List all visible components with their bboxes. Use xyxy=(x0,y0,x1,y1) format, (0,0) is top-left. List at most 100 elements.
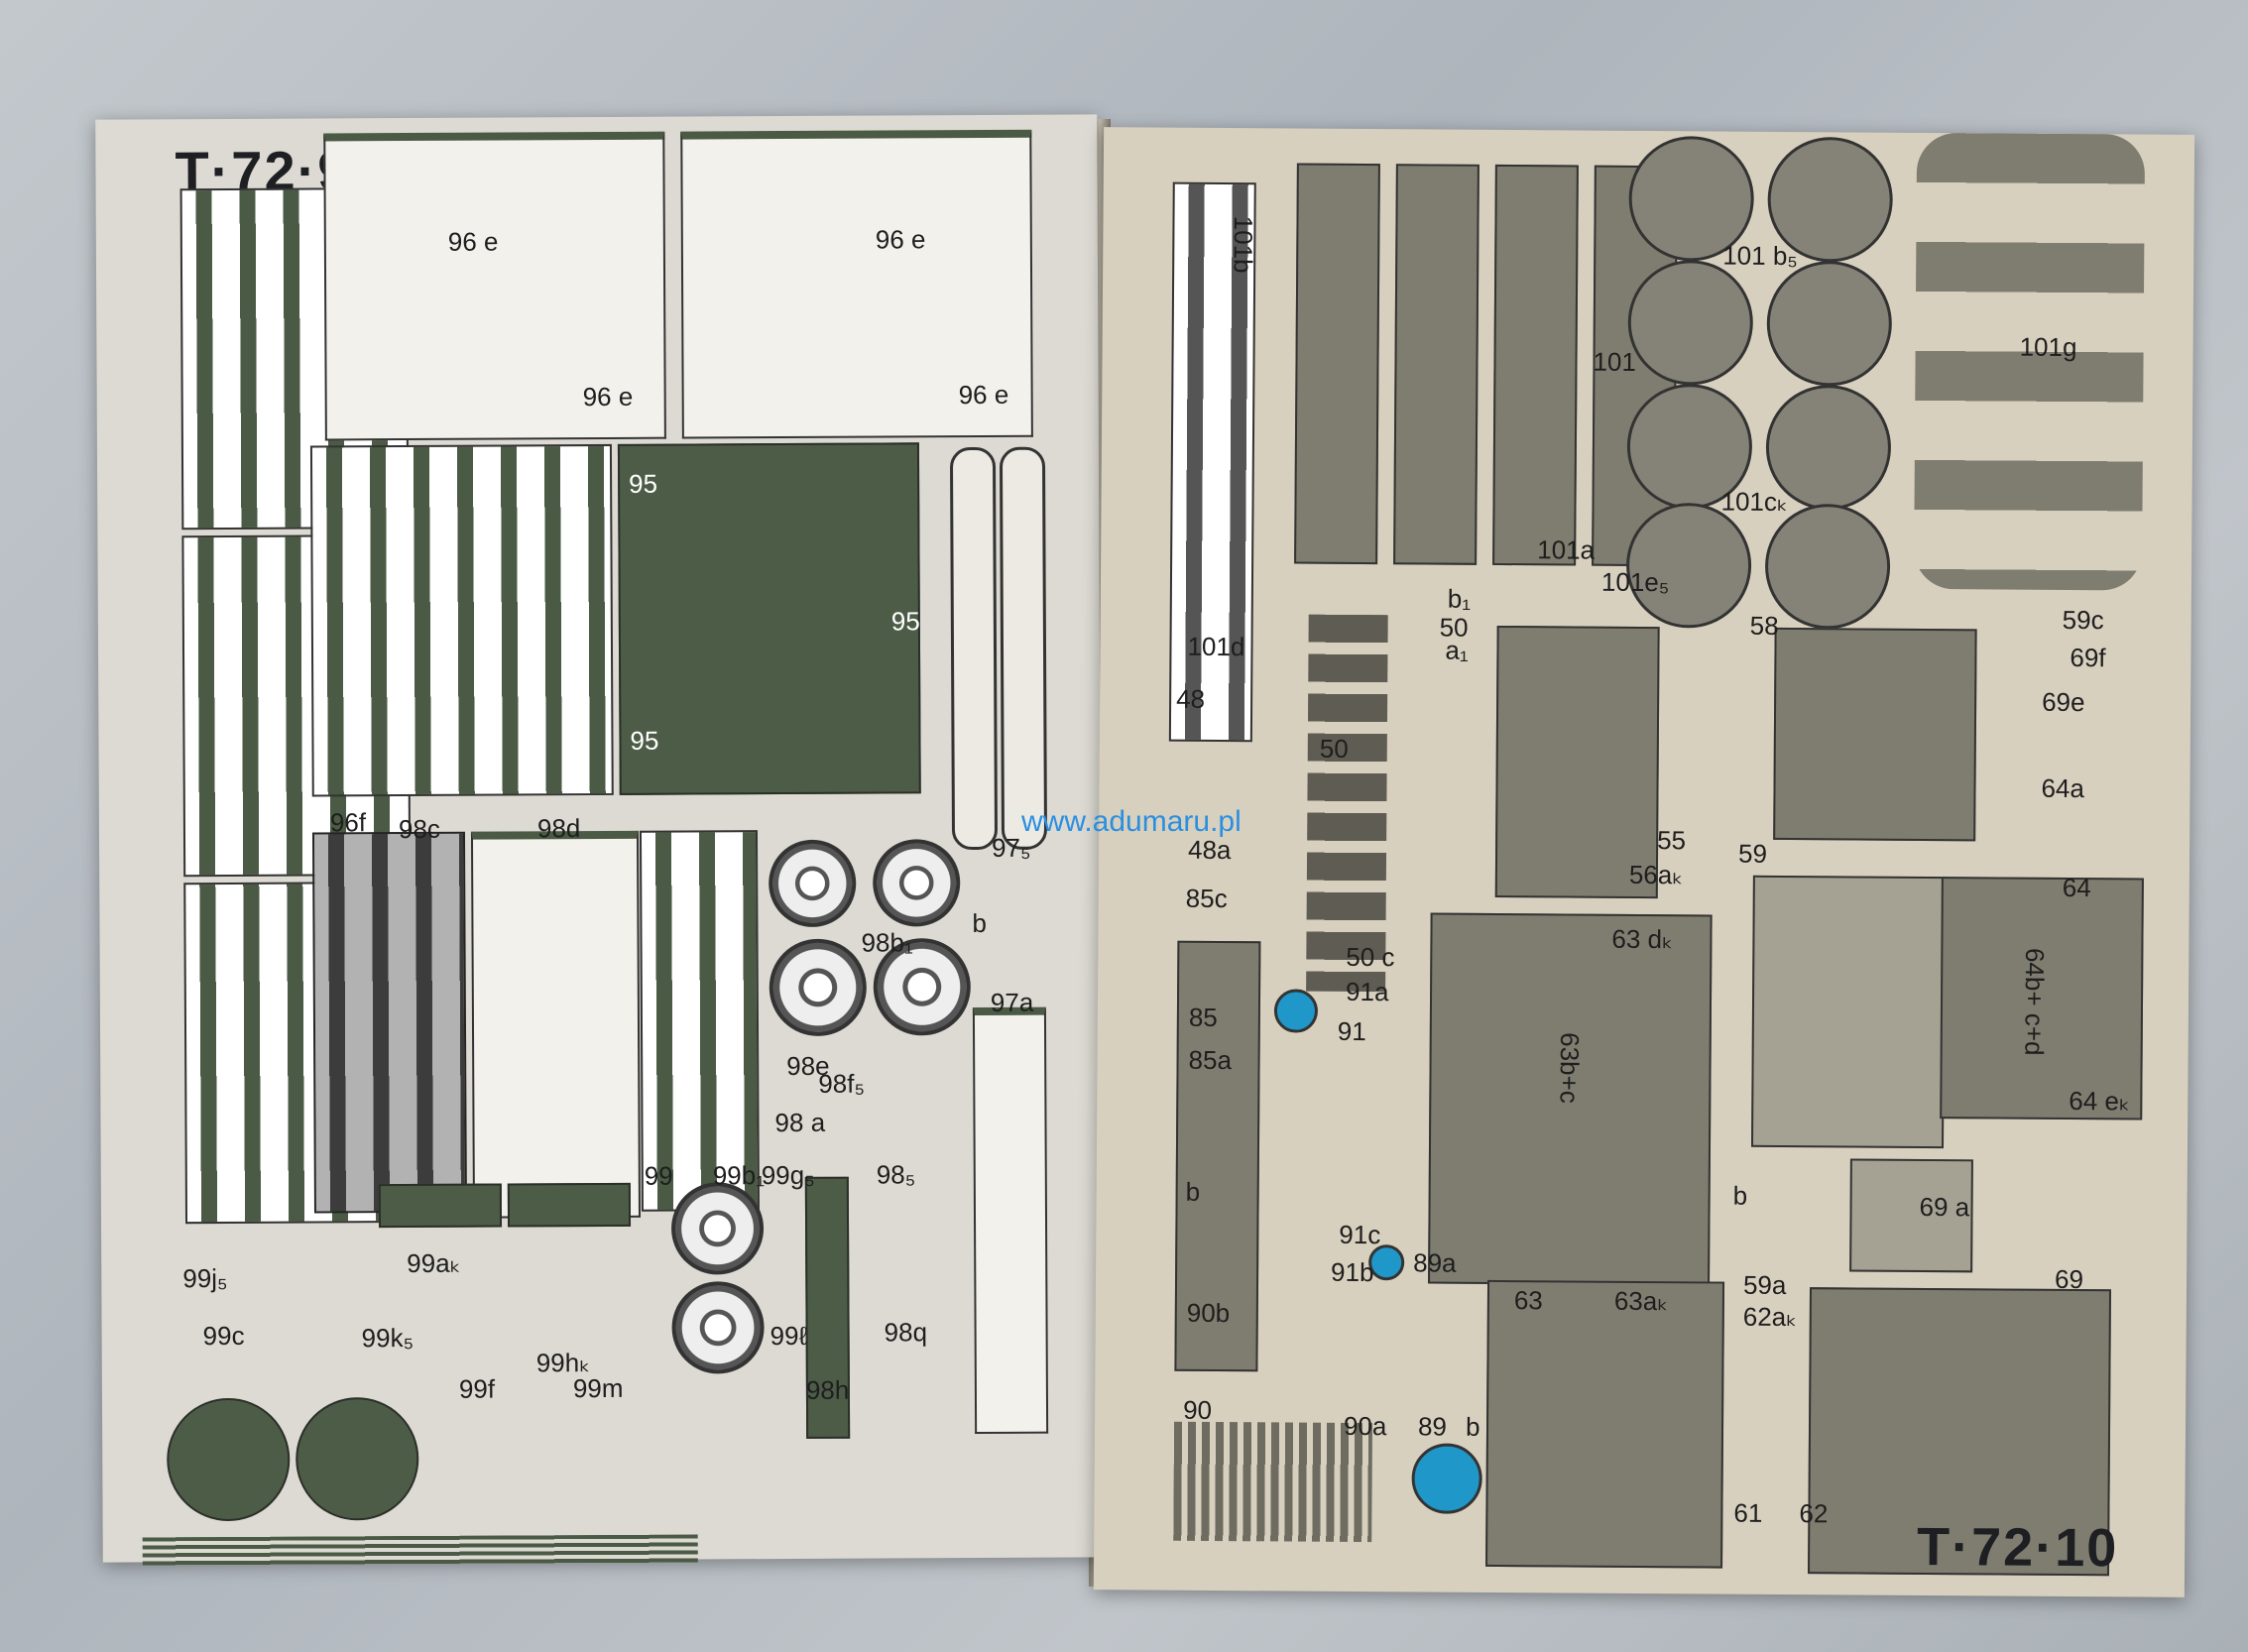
part-label: 99aₖ xyxy=(407,1247,461,1279)
part-label: a₁ xyxy=(1445,635,1469,665)
part-label: 55 xyxy=(1657,825,1687,856)
part-label: 69e xyxy=(2042,686,2085,718)
part-label: 91c xyxy=(1339,1219,1381,1250)
left-page: T·72·9 96 e 96 e 96 e 96 e 95 95 95 96f … xyxy=(95,114,1105,1568)
part-label: 98c xyxy=(398,813,440,845)
ring-part-99c xyxy=(166,1397,291,1522)
part-label: 99b₁ xyxy=(712,1160,766,1191)
strip-part xyxy=(378,1183,503,1229)
part-label: 95 xyxy=(630,725,659,756)
hull-part-61 xyxy=(1485,1279,1725,1569)
part-label: 91b xyxy=(1331,1256,1374,1288)
page-title: T·72·10 xyxy=(1916,1516,2119,1579)
blue-part-91 xyxy=(1273,989,1319,1033)
blue-part-90a xyxy=(1411,1443,1482,1514)
part-label: 63aₖ xyxy=(1613,1285,1669,1317)
part-label: 64a xyxy=(2041,772,2085,804)
part-label: 99g₅ xyxy=(761,1159,815,1191)
strip-part xyxy=(309,443,614,797)
part-label: 101b xyxy=(1228,215,1258,274)
strip-part xyxy=(470,830,642,1219)
hull-part xyxy=(1750,875,1946,1149)
part-label: 62aₖ xyxy=(1742,1301,1798,1333)
part-label: 63 xyxy=(1513,1285,1543,1316)
part-label: 90b xyxy=(1186,1297,1231,1329)
road-wheel-part xyxy=(1625,502,1752,629)
part-label: 99ℓ xyxy=(769,1320,808,1352)
hull-part-95 xyxy=(617,442,921,795)
hull-part-58 xyxy=(1494,625,1660,899)
part-label: 50 xyxy=(1319,733,1349,764)
part-label: 91 xyxy=(1337,1015,1366,1047)
ring-parts xyxy=(999,446,1048,850)
part-label: 95 xyxy=(629,468,658,499)
part-label: b xyxy=(1732,1180,1748,1211)
comb-parts-50 xyxy=(1306,614,1388,993)
part-label: 90 xyxy=(1183,1394,1213,1425)
part-label: 89 xyxy=(1417,1411,1448,1442)
part-label: 56aₖ xyxy=(1628,859,1684,890)
road-wheel-part xyxy=(1627,259,1754,386)
part-label: 85a xyxy=(1188,1044,1233,1076)
part-label: 62 xyxy=(1799,1498,1829,1529)
hull-part-59 xyxy=(1773,627,1977,842)
road-wheel-part xyxy=(1764,503,1891,630)
part-label: 85c xyxy=(1185,883,1228,914)
strip-part xyxy=(507,1182,632,1228)
thin-strips xyxy=(142,1534,698,1568)
wheel-part xyxy=(769,839,857,928)
wheel-part xyxy=(670,1182,765,1275)
part-label: 90a xyxy=(1343,1410,1387,1442)
part-label: 95 xyxy=(890,606,920,637)
part-label: 59c xyxy=(2062,604,2104,636)
part-label: 96 e xyxy=(875,224,926,255)
hull-part xyxy=(1393,164,1479,565)
part-label: 48 xyxy=(1176,683,1206,714)
part-label: 99k₅ xyxy=(361,1322,414,1354)
part-label: 101e₅ xyxy=(1600,566,1670,598)
part-label: 98₅ xyxy=(876,1159,916,1190)
part-label: 98f₅ xyxy=(818,1068,866,1099)
part-label: 85 xyxy=(1188,1002,1218,1033)
part-label: 98b₁ xyxy=(861,927,913,958)
road-wheel-part xyxy=(1766,260,1893,387)
part-label: 48a xyxy=(1187,834,1232,866)
part-label: 98h xyxy=(805,1374,850,1405)
part-label: 99 xyxy=(644,1160,673,1191)
part-label: 98d xyxy=(536,813,581,844)
part-label: 91a xyxy=(1345,976,1389,1007)
hull-part xyxy=(1294,163,1380,565)
part-label: 63b+c xyxy=(1554,1032,1586,1104)
part-label: 101a xyxy=(1537,534,1596,565)
part-label: 64 eₖ xyxy=(2069,1085,2131,1117)
part-label: 101d xyxy=(1187,631,1245,662)
part-label: 69 xyxy=(2054,1263,2084,1295)
part-label: 63 dₖ xyxy=(1611,923,1674,955)
part-label: 101cₖ xyxy=(1720,486,1789,518)
part-label: 99c xyxy=(202,1320,245,1352)
part-label: 98 a xyxy=(774,1107,826,1138)
part-label: b xyxy=(1465,1411,1480,1442)
part-label: 98q xyxy=(884,1317,928,1348)
ring-parts xyxy=(949,446,999,851)
watermark: www.adumaru.pl xyxy=(1021,805,1242,838)
part-label: b₁ xyxy=(1447,583,1472,614)
ring-part-99c xyxy=(295,1396,419,1521)
part-label: 89a xyxy=(1413,1247,1457,1278)
part-label: 64 xyxy=(2062,872,2091,903)
part-label: 97a xyxy=(990,987,1034,1017)
part-label: 101 b₅ xyxy=(1722,240,1798,272)
part-label: 59a xyxy=(1742,1269,1787,1301)
strip-part xyxy=(972,1006,1049,1435)
part-label: 59 xyxy=(1737,838,1768,869)
part-label: 69f xyxy=(2070,642,2106,673)
strip-part xyxy=(639,830,760,1212)
part-label: 101 xyxy=(1593,346,1637,377)
comb-part-90 xyxy=(1173,1421,1373,1543)
part-label: 99m xyxy=(572,1372,624,1404)
wheel-part xyxy=(769,938,868,1037)
part-label: 99f xyxy=(458,1373,496,1404)
hull-part xyxy=(1492,164,1579,566)
part-label: 101g xyxy=(2019,331,2077,363)
strip-part xyxy=(311,831,467,1214)
